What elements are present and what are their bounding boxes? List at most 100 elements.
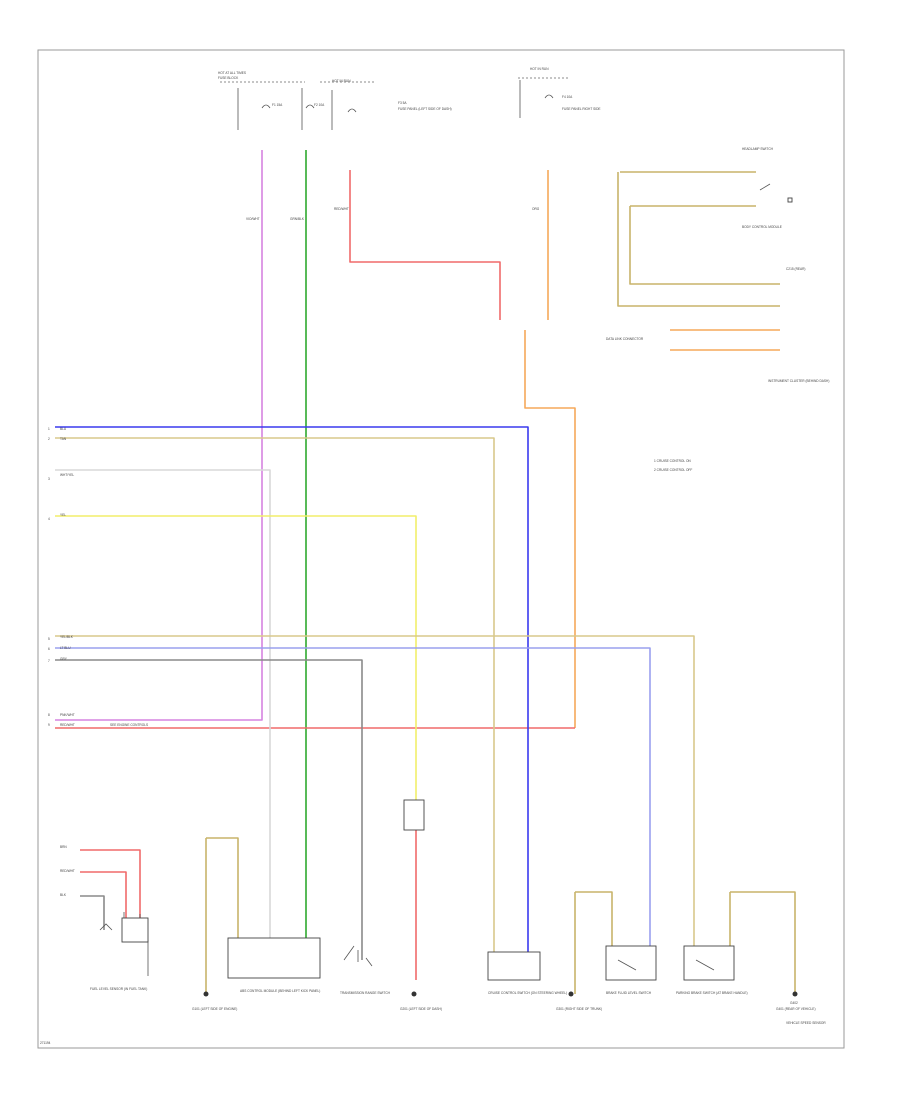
abs-module-box bbox=[227, 937, 321, 979]
label-speed: VEHICLE SPEED SENSOR bbox=[786, 1021, 826, 1025]
wire-label-grn: GRN/BLK bbox=[290, 217, 305, 221]
fuse-label-fuse-block: FUSE BLOCK bbox=[218, 76, 239, 80]
trans-switch-symbol bbox=[343, 945, 373, 967]
wire-blue-6 bbox=[55, 426, 529, 952]
wire-label-ltblu: LT BLU bbox=[60, 646, 71, 650]
wire-red-22 bbox=[80, 871, 127, 938]
wire-olive-16 bbox=[617, 172, 780, 307]
wire-label-yel: YEL bbox=[60, 513, 66, 517]
wire-label-vio: VIO/WHT bbox=[246, 217, 260, 221]
label-g-right: G402 bbox=[790, 1001, 798, 1005]
ground-g4-icon bbox=[792, 991, 798, 997]
footer-code: 271194 bbox=[40, 1041, 51, 1045]
fuse-label-f3: F3 5A bbox=[398, 101, 407, 105]
wire-olive-26 bbox=[730, 891, 796, 994]
wire-gray-28 bbox=[80, 895, 105, 930]
label-fuel-sensor: FUEL LEVEL SENSOR (IN FUEL TANK) bbox=[90, 987, 147, 991]
label-data-link: DATA LINK CONNECTOR bbox=[606, 337, 644, 341]
wire-olive-24 bbox=[575, 891, 613, 946]
diagram-frame bbox=[37, 49, 845, 1049]
label-cruise: CRUISE CONTROL SWITCH (ON STEERING WHEEL… bbox=[488, 991, 567, 995]
components-group: FUEL LEVEL SENSOR (IN FUEL TANK) G101 (L… bbox=[90, 799, 826, 1025]
label-connector: C215 (REAR) bbox=[786, 267, 806, 271]
label-abs: ABS CONTROL MODULE (BEHIND LEFT KICK PAN… bbox=[240, 989, 320, 993]
legend-item-2: 2 CRUISE CONTROL OFF bbox=[654, 468, 692, 472]
wire-label-brn: BRN bbox=[60, 845, 67, 849]
cruise-switch-box bbox=[487, 951, 541, 981]
fuse-label-hot-right: HOT IN RUN bbox=[530, 67, 549, 71]
label-parking: PARKING BRAKE SWITCH (AT BRAKE HANDLE) bbox=[676, 991, 748, 995]
wire-orange-4 bbox=[524, 330, 576, 728]
label-g1: G101 (LEFT SIDE OF ENGINE) bbox=[192, 1007, 237, 1011]
ref-8: 8 bbox=[48, 713, 50, 717]
label-g3: G301 (RIGHT SIDE OF TRUNK) bbox=[556, 1007, 602, 1011]
parking-switch-contact-icon bbox=[695, 959, 715, 971]
fuse-label-hot-left: HOT AT ALL TIMES bbox=[218, 71, 246, 75]
wire-lightblue-12 bbox=[55, 647, 651, 948]
fuse-label-hot-mid: HOT IN RUN bbox=[332, 79, 351, 83]
wire-red-2 bbox=[349, 170, 501, 320]
left-refs: 1 2 3 4 5 6 7 8 9 bbox=[48, 427, 50, 727]
ref-4: 4 bbox=[48, 517, 50, 521]
wire-label-blk: BLK bbox=[60, 893, 67, 897]
label-g2: G201 (LEFT SIDE OF DASH) bbox=[400, 1007, 442, 1011]
ref-1: 1 bbox=[48, 427, 50, 431]
wire-label-yel-blk: YEL/BLK bbox=[60, 635, 74, 639]
wire-label-wht: WHT/YEL bbox=[60, 473, 74, 477]
wire-tan-11 bbox=[55, 635, 695, 952]
wire-label-red-top: RED/WHT bbox=[334, 207, 349, 211]
wire-label-tan: TAN bbox=[60, 437, 67, 441]
top-right-panel: HEADLAMP SWITCH BODY CONTROL MODULE C215… bbox=[606, 147, 829, 383]
fuse-f3-icon bbox=[347, 108, 357, 113]
wire-red-23 bbox=[80, 849, 141, 918]
wire-label-red-low: RED/WHT bbox=[60, 869, 75, 873]
fuse-label-f4: F4 10A bbox=[562, 95, 573, 99]
label-body-module: BODY CONTROL MODULE bbox=[742, 225, 782, 229]
pink-note: SEE ENGINE CONTROLS bbox=[110, 723, 148, 727]
fuse-label-panel: FUSE PANEL (LEFT SIDE OF DASH) bbox=[398, 107, 452, 111]
wire-yellow-9 bbox=[55, 515, 417, 800]
label-instrument: INSTRUMENT CLUSTER (BEHIND DASH) bbox=[768, 379, 829, 383]
wires-group bbox=[55, 150, 796, 994]
wire-violet-0 bbox=[55, 150, 263, 721]
wire-tan-7 bbox=[55, 437, 495, 952]
parking-switch-box bbox=[683, 945, 735, 981]
fuse-f2-icon bbox=[305, 104, 315, 109]
wire-label-gry: GRY bbox=[60, 657, 68, 661]
label-headlamp-switch: HEADLAMP SWITCH bbox=[742, 147, 774, 151]
brake-switch-contact-icon bbox=[617, 959, 637, 971]
fuse-f4-icon bbox=[544, 94, 554, 99]
wire-label-org: ORG bbox=[532, 207, 540, 211]
label-brake: BRAKE FLUID LEVEL SWITCH bbox=[606, 991, 652, 995]
wire-label-pnk: PNK/WHT bbox=[60, 713, 75, 717]
ref-2: 2 bbox=[48, 437, 50, 441]
ref-6: 6 bbox=[48, 647, 50, 651]
ref-5: 5 bbox=[48, 637, 50, 641]
wire-olive-20 bbox=[206, 837, 239, 938]
wire-white-8 bbox=[55, 469, 271, 940]
wire-gray-13 bbox=[55, 659, 363, 960]
fuse-label-f2: F2 10A bbox=[314, 103, 325, 107]
brake-switch-box bbox=[605, 945, 657, 981]
legend-item-1: 1 CRUISE CONTROL ON bbox=[654, 459, 691, 463]
fuse-label-f1: F1 15A bbox=[272, 103, 283, 107]
wire-label-blu: BLU bbox=[60, 427, 67, 431]
fuel-sensor-box bbox=[121, 917, 149, 943]
fuse-label-panel-right: FUSE PANEL RIGHT SIDE bbox=[562, 107, 601, 111]
wire-label-red: RED/WHT bbox=[60, 723, 75, 727]
wire-code-labels: BLU TAN WHT/YEL YEL YEL/BLK LT BLU GRY P… bbox=[60, 207, 540, 897]
label-g4: G401 (REAR OF VEHICLE) bbox=[776, 1007, 816, 1011]
fuse-block-group: HOT AT ALL TIMES FUSE BLOCK HOT IN RUN H… bbox=[218, 67, 601, 130]
ground-g3-icon bbox=[568, 991, 574, 997]
legend: 1 CRUISE CONTROL ON 2 CRUISE CONTROL OFF bbox=[654, 459, 692, 472]
ground-g1-icon bbox=[203, 991, 209, 997]
ground-g2-icon bbox=[411, 991, 417, 997]
label-trans: TRANSMISSION RANGE SWITCH bbox=[340, 991, 391, 995]
switch-contact-icon bbox=[759, 183, 771, 191]
fuse-f1-icon bbox=[261, 104, 271, 109]
ref-9: 9 bbox=[48, 723, 50, 727]
ref-7: 7 bbox=[48, 659, 50, 663]
ref-3: 3 bbox=[48, 477, 50, 481]
relay-box bbox=[403, 799, 425, 831]
